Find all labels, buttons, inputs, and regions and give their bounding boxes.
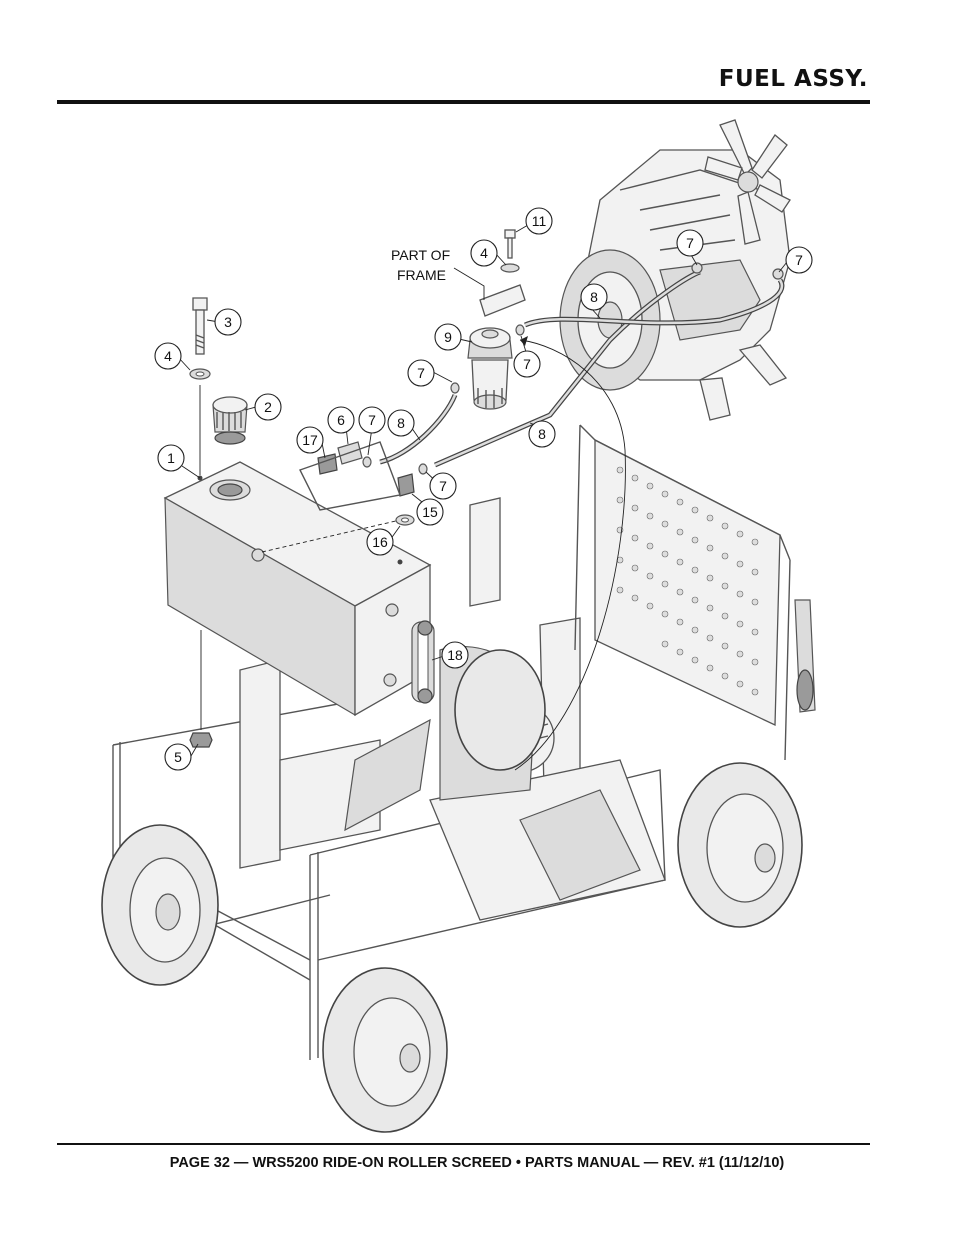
svg-text:7: 7 <box>686 235 694 251</box>
callout-1: 1 <box>157 444 185 472</box>
callout-15: 15 <box>416 498 444 526</box>
callout-7e: 7 <box>676 229 704 257</box>
machine-frame <box>112 424 816 1060</box>
callout-9: 9 <box>434 323 462 351</box>
svg-text:11: 11 <box>532 213 547 229</box>
fuel-cap <box>212 396 248 445</box>
note-frame: FRAME <box>397 267 446 283</box>
callout-7b: 7 <box>407 359 435 387</box>
callout-16: 16 <box>366 528 394 556</box>
svg-text:3: 3 <box>224 314 232 330</box>
callout-7c: 7 <box>513 350 541 378</box>
tank-bolt <box>189 297 211 475</box>
wheel-rear-center <box>454 649 546 771</box>
svg-text:15: 15 <box>422 504 438 520</box>
wheel-front-left <box>322 967 448 1133</box>
footer-rule <box>57 1143 870 1145</box>
engine-illustration <box>559 119 791 421</box>
callout-4b: 4 <box>470 239 498 267</box>
callout-17: 17 <box>296 426 324 454</box>
note-part-of: PART OF <box>391 247 450 263</box>
callout-7d: 7 <box>429 472 457 500</box>
callouts: 1 2 3 4 4 5 6 7 7 7 7 7 7 8 8 8 9 11 15 … <box>154 207 813 771</box>
svg-text:9: 9 <box>444 329 452 345</box>
svg-text:1: 1 <box>167 450 175 466</box>
svg-text:4: 4 <box>164 348 172 364</box>
callout-3: 3 <box>214 308 242 336</box>
screen-holes <box>616 466 759 696</box>
svg-text:5: 5 <box>174 749 182 765</box>
callout-11: 11 <box>525 207 553 235</box>
svg-text:2: 2 <box>264 399 272 415</box>
callout-5: 5 <box>164 743 192 771</box>
svg-text:18: 18 <box>447 647 463 663</box>
wheel-rear-left <box>101 824 219 986</box>
fuel-lines <box>379 269 785 771</box>
callout-6: 6 <box>327 406 355 434</box>
callout-7a: 7 <box>358 406 386 434</box>
fuel-tank <box>163 461 432 717</box>
svg-text:7: 7 <box>417 365 425 381</box>
callout-8a: 8 <box>387 409 415 437</box>
svg-text:7: 7 <box>523 356 531 372</box>
callout-18: 18 <box>441 641 469 669</box>
svg-text:4: 4 <box>480 245 488 261</box>
svg-text:8: 8 <box>397 415 405 431</box>
callout-7f: 7 <box>785 246 813 274</box>
wheel-front-right <box>677 762 803 928</box>
svg-text:6: 6 <box>337 412 345 428</box>
page-title: FUEL ASSY. <box>718 66 868 92</box>
svg-text:16: 16 <box>372 534 388 550</box>
page-footer: PAGE 32 — WRS5200 RIDE-ON ROLLER SCREED … <box>169 1155 785 1171</box>
callout-2: 2 <box>254 393 282 421</box>
tank-nut <box>189 630 213 748</box>
header-rule <box>57 100 870 104</box>
svg-text:8: 8 <box>538 426 546 442</box>
svg-text:7: 7 <box>439 478 447 494</box>
svg-text:8: 8 <box>590 289 598 305</box>
callout-8b: 8 <box>528 420 556 448</box>
callout-8c: 8 <box>580 283 608 311</box>
svg-text:7: 7 <box>368 412 376 428</box>
svg-text:17: 17 <box>302 432 318 448</box>
callout-4a: 4 <box>154 342 182 370</box>
fuel-filter <box>467 229 526 410</box>
sight-gauge <box>411 620 435 704</box>
fittings <box>299 262 784 526</box>
svg-text:7: 7 <box>795 252 803 268</box>
